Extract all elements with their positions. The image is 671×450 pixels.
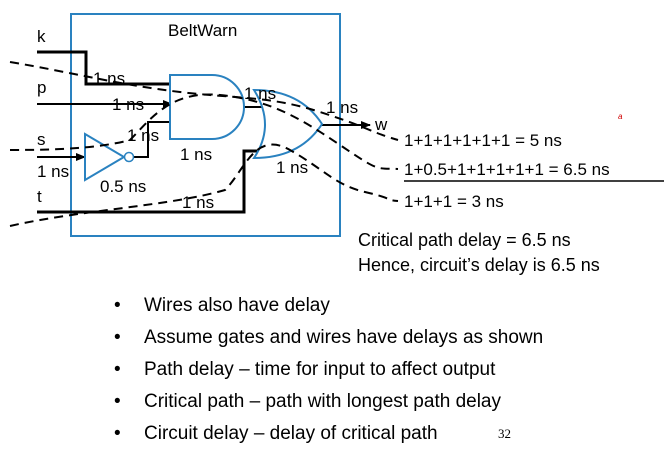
path-curve-s (9, 93, 399, 170)
delay-p-wire: 1 ns (112, 95, 144, 114)
delay-and-gate: 1 ns (180, 145, 212, 164)
bullet-list: Wires also have delay Assume gates and w… (110, 290, 543, 450)
and-gate (169, 74, 245, 140)
bullet-item: Wires also have delay (110, 290, 543, 322)
circuit-delay-text: Hence, circuit’s delay is 6.5 ns (358, 255, 600, 275)
inverter-bubble (123, 151, 135, 163)
input-k-label: k (37, 27, 46, 46)
critical-path-text: Critical path delay = 6.5 ns (358, 230, 571, 250)
wire-inv-to-and (134, 121, 172, 158)
path-delay-3: 1+1+1 = 3 ns (404, 192, 504, 211)
output-w-label: w (374, 115, 388, 134)
block-label: BeltWarn (168, 21, 237, 40)
input-p-label: p (37, 78, 46, 97)
delay-out-wire: 1 ns (326, 98, 358, 117)
path-curve-t (9, 143, 399, 227)
input-t-label: t (37, 187, 42, 206)
delay-and-to-or: 1 ns (244, 84, 276, 103)
delay-s-wire: 1 ns (37, 162, 69, 181)
bullet-item: Assume gates and wires have delays as sh… (110, 322, 543, 354)
path-delay-2: 1+0.5+1+1+1+1+1 = 6.5 ns (404, 160, 610, 179)
page-number: 32 (498, 426, 511, 441)
delay-t-wire: 1 ns (182, 193, 214, 212)
delay-k-wire: 1 ns (93, 69, 125, 88)
path-curves (9, 61, 399, 227)
wire-t (37, 149, 262, 214)
delay-s-to-and: 1 ns (127, 126, 159, 145)
summary: Critical path delay = 6.5 ns Hence, circ… (358, 228, 600, 278)
bullet-item: Circuit delay – delay of critical path (110, 418, 543, 450)
input-s-label: s (37, 130, 46, 149)
red-mark: a (618, 112, 623, 121)
delay-inverter: 0.5 ns (100, 177, 146, 196)
inverter (84, 132, 126, 182)
bullet-item: Path delay – time for input to affect ou… (110, 354, 543, 386)
delay-or-gate: 1 ns (276, 158, 308, 177)
bullet-item: Critical path – path with longest path d… (110, 386, 543, 418)
path-delay-1: 1+1+1+1+1+1 = 5 ns (404, 131, 562, 150)
